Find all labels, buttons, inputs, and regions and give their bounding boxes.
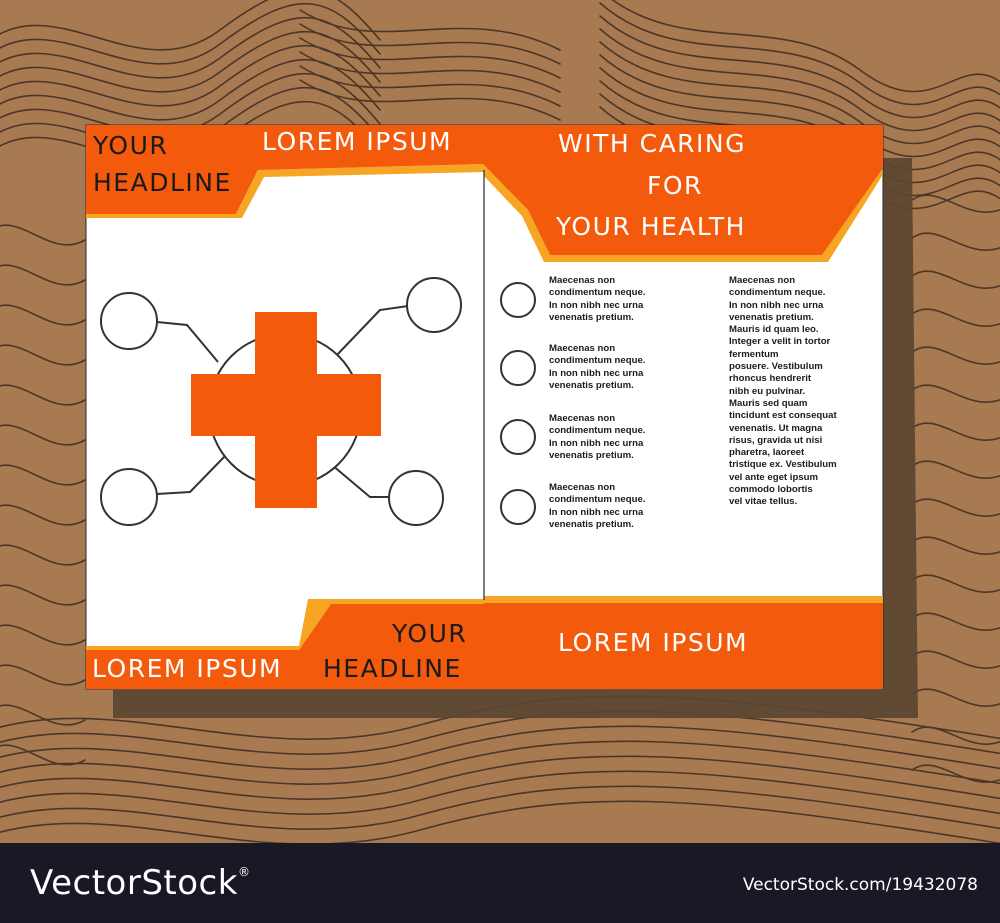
wood-grain-line bbox=[911, 384, 1000, 403]
right-title-line2: FOR bbox=[647, 171, 703, 200]
list-item-1-text: Maecenas non condimentum neque. In non n… bbox=[549, 275, 646, 323]
left-bottom-orange-block bbox=[86, 604, 484, 689]
wood-grain-line bbox=[0, 504, 86, 526]
right-title-line1: WITH CARING bbox=[558, 129, 746, 158]
diagram-node-top-left bbox=[100, 292, 158, 350]
wood-grain-line bbox=[299, 9, 561, 51]
right-title-line3: YOUR HEALTH bbox=[556, 212, 746, 241]
wood-grain-line bbox=[0, 264, 86, 286]
diagram-node-top-right bbox=[406, 277, 462, 333]
wood-grain-line bbox=[911, 498, 1000, 517]
wood-grain-line bbox=[0, 800, 1000, 843]
list-bullet-2 bbox=[500, 350, 536, 386]
wood-grain-line bbox=[299, 23, 561, 65]
wood-grain-line bbox=[299, 65, 561, 107]
medical-cross-icon bbox=[191, 312, 381, 508]
left-top-banner bbox=[258, 125, 484, 170]
left-top-banner-text: LOREM IPSUM bbox=[262, 127, 453, 156]
wood-grain-line bbox=[611, 0, 1000, 93]
wood-grain-line bbox=[0, 304, 86, 326]
list-bullet-1 bbox=[500, 282, 536, 318]
wood-grain-line bbox=[0, 740, 1000, 785]
right-bottom-banner bbox=[484, 603, 883, 689]
wood-grain-line bbox=[599, 2, 1000, 106]
wood-grain-line bbox=[911, 194, 1000, 213]
wood-grain-line bbox=[911, 422, 1000, 441]
right-paragraph: Maecenas non condimentum neque. In non n… bbox=[729, 275, 837, 508]
wood-grain-line bbox=[911, 650, 1000, 669]
list-item-3-text: Maecenas non condimentum neque. In non n… bbox=[549, 413, 646, 461]
wood-grain-line bbox=[599, 41, 1000, 145]
list-bullet-4 bbox=[500, 489, 536, 525]
left-top-yellow-stripe bbox=[86, 164, 484, 218]
wood-grain-line bbox=[599, 28, 1000, 132]
wood-grain-line bbox=[0, 755, 1000, 800]
wood-grain-line bbox=[0, 424, 86, 446]
wood-grain-line bbox=[0, 0, 381, 51]
wood-grain-line bbox=[0, 464, 86, 486]
wood-grain-line bbox=[0, 770, 1000, 815]
wood-grain-line bbox=[911, 460, 1000, 479]
wood-grain-line bbox=[911, 574, 1000, 593]
network-diagram bbox=[156, 305, 409, 498]
wood-grain-line bbox=[0, 2, 381, 65]
right-bottom-yellow-stripe bbox=[484, 596, 883, 603]
vectorstock-logo: VectorStock® bbox=[30, 863, 251, 903]
left-top-orange-block bbox=[86, 125, 258, 214]
wood-grain-line bbox=[0, 664, 86, 686]
wood-grain-line bbox=[0, 584, 86, 606]
wood-grain-line bbox=[911, 764, 1000, 783]
wood-grain-line bbox=[0, 704, 86, 726]
wood-grain-line bbox=[911, 612, 1000, 631]
left-bottom-headline-line2: HEADLINE bbox=[323, 654, 462, 683]
wood-grain-line bbox=[599, 15, 1000, 119]
right-bottom-banner-text: LOREM IPSUM bbox=[558, 628, 749, 657]
wood-grain-line bbox=[911, 232, 1000, 251]
left-top-headline-line2: HEADLINE bbox=[93, 168, 232, 197]
wood-grain-line bbox=[911, 346, 1000, 365]
wood-grain-line bbox=[0, 384, 86, 406]
list-bullet-3 bbox=[500, 419, 536, 455]
left-bottom-headline-line1: YOUR bbox=[392, 619, 468, 648]
wood-grain-line bbox=[0, 710, 1000, 755]
wood-grain-line bbox=[911, 270, 1000, 289]
wood-grain-line bbox=[299, 37, 561, 79]
vectorstock-url: VectorStock.com/19432078 bbox=[742, 875, 978, 895]
wood-grain-line bbox=[0, 224, 86, 246]
left-bottom-banner-text: LOREM IPSUM bbox=[92, 654, 283, 683]
left-top-headline-line1: YOUR bbox=[93, 131, 169, 160]
watermark-footer: VectorStock® VectorStock.com/19432078 bbox=[0, 843, 1000, 923]
right-top-banner bbox=[484, 125, 883, 255]
list-item-4-text: Maecenas non condimentum neque. In non n… bbox=[549, 482, 646, 530]
wood-grain-line bbox=[911, 536, 1000, 555]
wood-grain-line bbox=[299, 79, 561, 121]
wood-grain-line bbox=[0, 624, 86, 646]
wood-grain-line bbox=[911, 726, 1000, 745]
list-item-2-text: Maecenas non condimentum neque. In non n… bbox=[549, 343, 646, 391]
wood-grain-line bbox=[911, 308, 1000, 327]
diagram-node-bottom-left bbox=[100, 468, 158, 526]
wood-grain-line bbox=[0, 725, 1000, 770]
wood-grain-line bbox=[0, 544, 86, 566]
wood-grain-line bbox=[0, 785, 1000, 830]
wood-grain-line bbox=[0, 344, 86, 366]
brochure-scene bbox=[85, 124, 918, 718]
diagram-node-bottom-right bbox=[388, 470, 444, 526]
wood-grain-line bbox=[911, 688, 1000, 707]
wood-grain-line bbox=[299, 51, 561, 93]
